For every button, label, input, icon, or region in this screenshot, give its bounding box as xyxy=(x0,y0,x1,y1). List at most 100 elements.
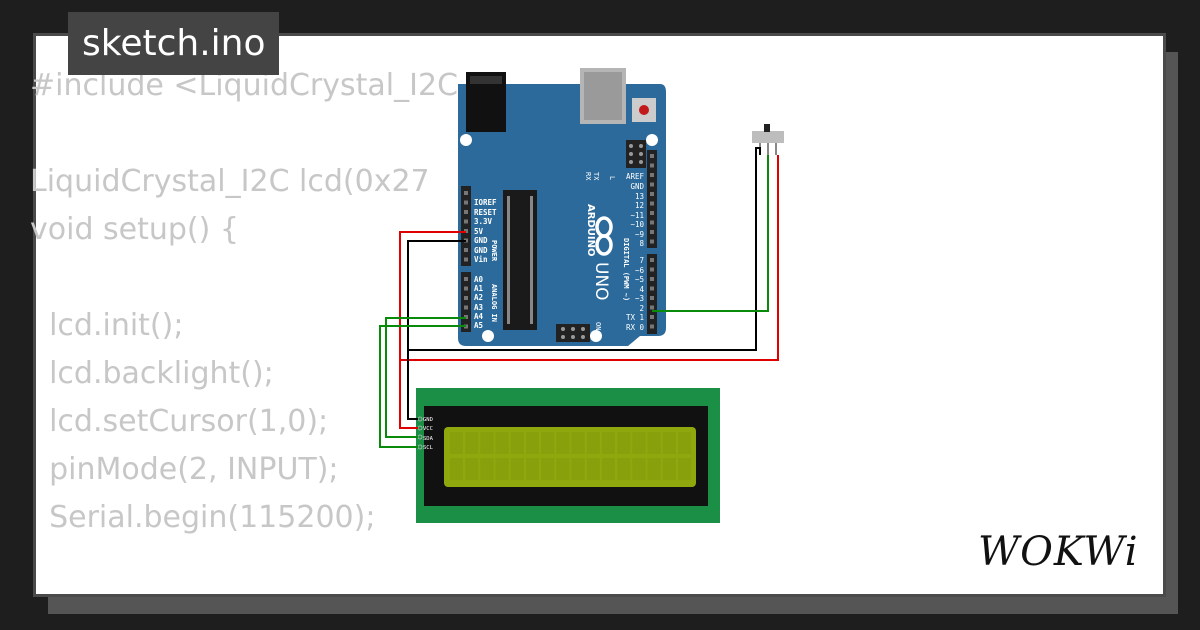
lcd-char-cell xyxy=(556,432,570,454)
lcd-char-cell xyxy=(556,458,570,480)
lcd-char-cell xyxy=(617,432,631,454)
tx-label: TX xyxy=(592,172,600,181)
pin-label-5: ~5 xyxy=(635,275,644,284)
lcd-char-cell xyxy=(526,432,539,454)
lcd-char-cell xyxy=(678,458,691,480)
header-pin xyxy=(650,182,654,187)
lcd-char-cell xyxy=(450,432,463,454)
pin-label-aref: AREF xyxy=(626,172,645,181)
pin-label-12: 12 xyxy=(635,201,644,210)
lcd-char-cell xyxy=(480,458,494,480)
pin-label-13: 13 xyxy=(635,192,644,201)
header-pin xyxy=(464,219,468,224)
lcd-char-cell xyxy=(571,432,585,454)
code-line: lcd.backlight(); xyxy=(30,356,274,391)
wire-green-sda[interactable] xyxy=(385,317,466,438)
lcd-char-cell xyxy=(450,458,463,480)
sketch-filename-tab[interactable]: sketch.ino xyxy=(68,12,280,75)
wire-green-d2[interactable] xyxy=(652,155,769,312)
wire-green-scl[interactable] xyxy=(379,325,466,448)
header-pin xyxy=(650,201,654,206)
wokwi-logo: WOKWi xyxy=(978,529,1139,575)
on-label: ON xyxy=(594,322,602,330)
pin-label-3: ~3 xyxy=(635,294,644,303)
lcd-char-cell xyxy=(465,432,479,454)
lcd-pin-vcc: VCC xyxy=(423,426,433,432)
pin-label-8: 8 xyxy=(639,239,644,248)
header-pin xyxy=(464,277,468,281)
header-pin xyxy=(650,286,654,291)
lcd-char-cell xyxy=(465,458,479,480)
pin-label-reset: RESET xyxy=(474,208,497,217)
model-label: UNO xyxy=(591,262,611,301)
code-line: Serial.begin(115200); xyxy=(30,500,376,535)
pin-label-7: 7 xyxy=(639,256,644,265)
lcd-char-cell xyxy=(571,458,585,480)
wires xyxy=(379,147,779,448)
header-pin xyxy=(650,315,654,319)
lcd-char-cell xyxy=(526,458,539,480)
lcd-char-cell xyxy=(510,458,524,480)
pin-label-a3: A3 xyxy=(474,303,484,312)
pin-label-3v3: 3.3V xyxy=(474,217,493,226)
header-pin xyxy=(464,210,468,214)
header-pin xyxy=(650,296,654,300)
pin-label-a5: A5 xyxy=(474,321,483,330)
header-pin xyxy=(650,267,654,272)
pin-label-gnd-2: GND xyxy=(474,246,488,255)
pin-label-2: 2 xyxy=(639,304,644,313)
arduino-logo-icon xyxy=(595,216,613,256)
pin-label-gnd: GND xyxy=(474,236,488,245)
header-pin xyxy=(464,200,468,205)
header-pin xyxy=(650,230,654,234)
lcd-char-cell xyxy=(632,432,646,454)
switch-handle[interactable] xyxy=(764,124,770,132)
header-pin xyxy=(650,277,654,281)
lcd-char-cell xyxy=(510,432,524,454)
header-pin xyxy=(650,211,654,215)
pin-label-a4: A4 xyxy=(474,312,484,321)
pin-label-4: 4 xyxy=(639,285,644,294)
digital-header-top xyxy=(647,150,657,248)
header-pin xyxy=(464,286,468,291)
header-pin xyxy=(650,239,654,244)
lcd-char-cell xyxy=(495,458,509,480)
pin-label-11: ~11 xyxy=(630,211,644,220)
header-pin xyxy=(464,257,468,262)
lcd-char-cell xyxy=(678,432,691,454)
wire-red-vcc[interactable] xyxy=(399,231,466,429)
pin-label-10: ~10 xyxy=(630,220,644,229)
header-pin xyxy=(650,173,654,177)
lcd-pin-sda: SDA xyxy=(423,436,434,442)
code-line: void setup() { xyxy=(30,212,239,247)
lcd-char-cell xyxy=(632,458,646,480)
wire-red-switch[interactable] xyxy=(400,155,779,361)
lcd-char-cell xyxy=(602,432,615,454)
power-header xyxy=(461,186,471,266)
analog-label: ANALOG IN xyxy=(490,284,498,322)
pin-label-a2: A2 xyxy=(474,293,483,302)
lcd-module[interactable]: GND VCC SDA SCL xyxy=(416,388,720,523)
wire-black-switch[interactable] xyxy=(408,147,761,351)
pin-label-a0: A0 xyxy=(474,275,484,284)
rx-label: RX xyxy=(584,172,592,181)
lcd-char-cell xyxy=(647,432,661,454)
analog-header xyxy=(461,272,471,332)
power-label: POWER xyxy=(490,240,498,262)
pin-label-a1: A1 xyxy=(474,284,484,293)
lcd-char-cell xyxy=(662,458,676,480)
lcd-char-cell xyxy=(602,458,615,480)
header-pin xyxy=(650,163,654,168)
lcd-char-cell xyxy=(541,432,555,454)
header-pin xyxy=(650,324,654,329)
code-line: LiquidCrystal_I2C lcd(0x27 xyxy=(30,164,430,199)
wokwi-logo-text: WOKWi xyxy=(978,529,1139,575)
code-line: lcd.init(); xyxy=(30,308,184,343)
pin-label-gnd-d: GND xyxy=(630,182,644,191)
pin-label-1: TX 1 xyxy=(626,313,644,322)
lcd-char-cell xyxy=(617,458,631,480)
arduino-uno-board[interactable]: IOREF RESET 3.3V 5V GND GND Vin A0 A1 A2… xyxy=(458,68,666,346)
wire-black-gnd[interactable] xyxy=(407,240,466,420)
header-pin xyxy=(464,296,468,300)
